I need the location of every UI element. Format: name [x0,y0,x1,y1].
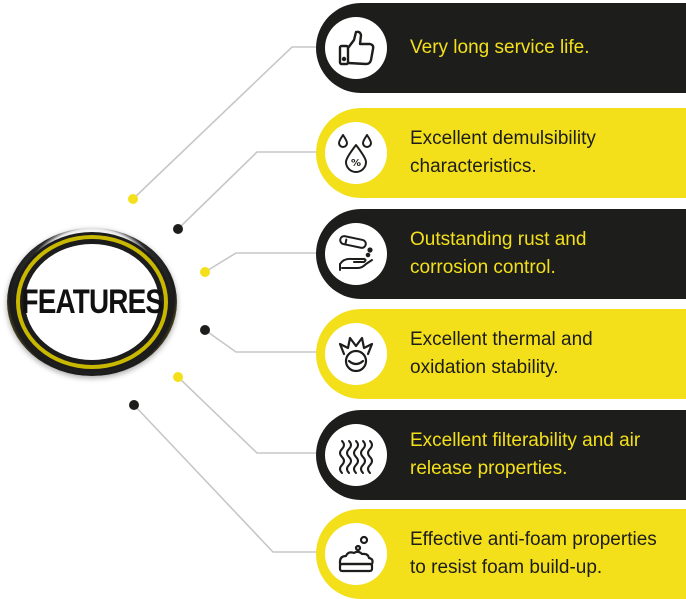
air-waves-icon [339,440,373,474]
svg-text:%: % [351,158,361,169]
connector-line-6 [133,404,322,553]
test-tube-hand-icon [339,235,373,271]
feature-icon-circle-5 [325,424,387,486]
feature-pill-2: % Excellent demulsibility characteristic… [316,108,686,198]
feature-text-2: Excellent demulsibility characteristics. [410,128,596,177]
foam-bubbles-icon [338,535,374,573]
connector-dot-6 [129,400,139,410]
flame-flask-icon [338,336,374,373]
connector-dot-3 [200,267,210,277]
feature-text-6: Effective anti-foam properties to resist… [410,529,657,578]
feature-icon-circle-2: % [325,122,387,184]
feature-icon-circle-6 [325,523,387,585]
connector-dot-5 [173,372,183,382]
connector-line-2 [177,151,322,230]
connector-dot-4 [200,325,210,335]
connector-line-5 [177,376,322,454]
feature-text-1: Very long service life. [410,37,590,58]
feature-text-3: Outstanding rust and corrosion control. [410,229,587,278]
feature-text-4: Excellent thermal and oxidation stabilit… [410,329,593,378]
connector-line-3 [204,252,322,273]
features-hub-label: FEATURES [21,282,163,321]
connector-line-1 [132,46,322,200]
feature-pill-4: Excellent thermal and oxidation stabilit… [316,309,686,399]
feature-icon-circle-3 [325,223,387,285]
connector-line-4 [204,329,322,353]
feature-text-5: Excellent filterability and air release … [410,430,641,479]
feature-pill-1: Very long service life. [316,3,686,93]
thumbs-up-icon [338,30,375,66]
feature-pill-3: Outstanding rust and corrosion control. [316,209,686,299]
feature-pill-6: Effective anti-foam properties to resist… [316,509,686,599]
feature-icon-circle-1 [325,17,387,79]
water-drops-percent-icon: % [338,134,372,173]
feature-icon-circle-4 [325,323,387,385]
features-hub-inner: FEATURES [21,244,164,360]
connector-dot-2 [173,224,183,234]
connector-dot-1 [128,194,138,204]
features-hub: FEATURES [7,228,177,376]
feature-pill-5: Excellent filterability and air release … [316,410,686,500]
